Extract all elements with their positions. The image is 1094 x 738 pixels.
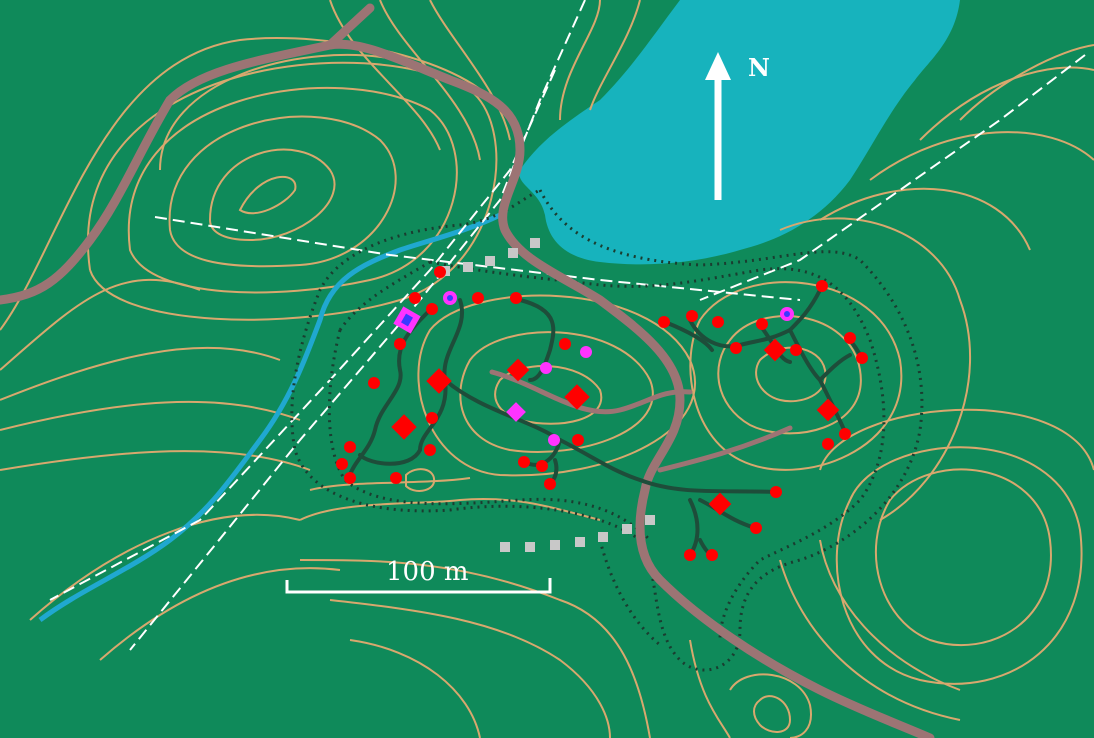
scale-bar-icon [285,578,552,594]
north-arrow-icon [705,52,731,200]
building [816,398,840,422]
building [763,338,787,362]
main-road [0,39,935,738]
minor-road-east [657,425,793,473]
site-boundary [290,187,924,672]
building [564,384,590,410]
blue-markers [401,295,790,327]
building [391,414,417,440]
scale-label: 100 m [386,557,469,587]
features [336,266,868,561]
building [708,492,732,516]
buildings [391,338,840,516]
road-fork [325,3,375,50]
roads [0,3,935,738]
building [426,368,452,394]
building [506,358,530,382]
lake [519,0,960,265]
north-label: N [748,53,770,82]
minor-road-west [489,369,693,415]
stream [38,212,502,623]
